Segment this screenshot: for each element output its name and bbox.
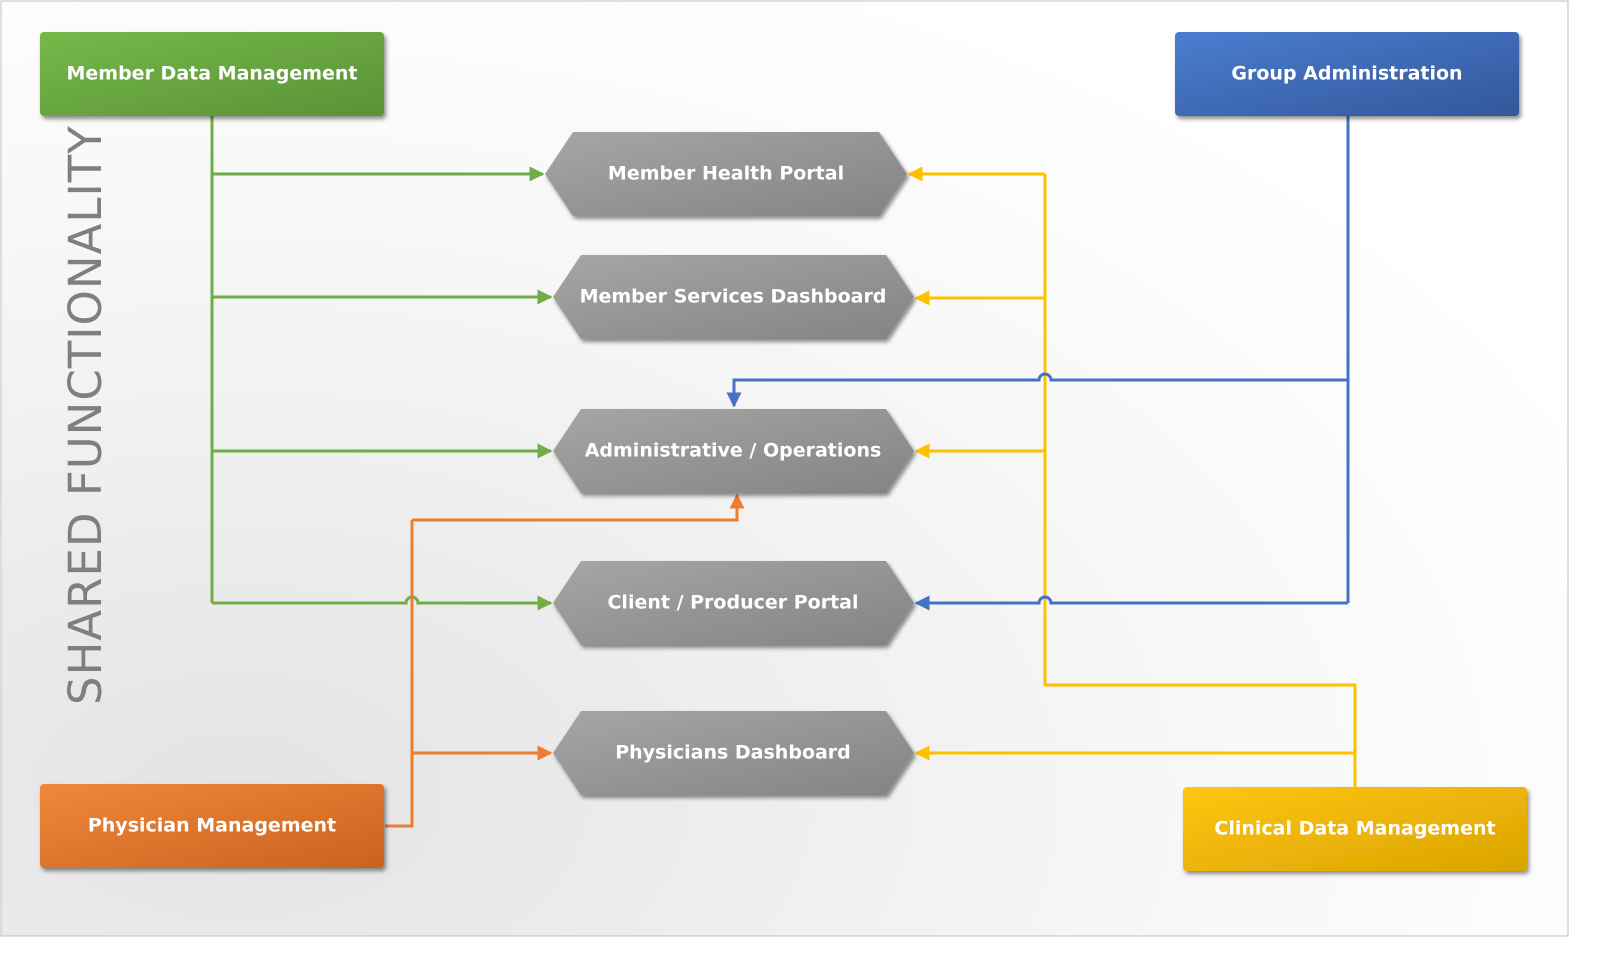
admin-operations-label: Administrative / Operations [585, 440, 882, 462]
orange-connectors [385, 493, 745, 828]
member-data-management-shape [40, 32, 384, 116]
admin-operations-shape [553, 409, 914, 493]
member-services-dashboard-shape [553, 255, 914, 339]
blue-to-client-producer-portal [914, 595, 1348, 611]
physician-management-label: Physician Management [88, 815, 336, 837]
member-data-management-box[interactable]: Member Data Management [40, 32, 384, 116]
yellow-trunk [1043, 174, 1357, 788]
member-health-portal-label: Member Health Portal [608, 163, 844, 185]
physicians-dashboard-node[interactable]: Physicians Dashboard [553, 711, 914, 795]
physician-management-box[interactable]: Physician Management [40, 784, 384, 868]
group-administration-shape [1175, 32, 1519, 116]
client-producer-portal-node[interactable]: Client / Producer Portal [553, 561, 914, 645]
clinical-data-management-label: Clinical Data Management [1214, 818, 1495, 840]
member-services-dashboard-node[interactable]: Member Services Dashboard [553, 255, 914, 339]
group-administration-box[interactable]: Group Administration [1175, 32, 1519, 116]
admin-operations-node[interactable]: Administrative / Operations [553, 409, 914, 493]
client-producer-portal-shape [553, 561, 914, 645]
client-producer-portal-label: Client / Producer Portal [607, 592, 858, 614]
member-services-dashboard-label: Member Services Dashboard [580, 286, 887, 308]
physicians-dashboard-shape [553, 711, 914, 795]
blue-connectors [726, 116, 1350, 611]
orange-trunk [385, 520, 414, 828]
group-administration-label: Group Administration [1231, 63, 1462, 85]
orange-to-admin-operations [412, 493, 745, 522]
blue-to-admin-operations [726, 372, 1348, 408]
member-health-portal-shape [545, 132, 907, 216]
member-data-management-label: Member Data Management [66, 63, 357, 85]
side-label: SHARED FUNCTIONALITY [59, 125, 112, 705]
physicians-dashboard-label: Physicians Dashboard [615, 742, 851, 764]
physician-management-shape [40, 784, 384, 868]
clinical-data-management-shape [1183, 787, 1527, 871]
yellow-connectors [907, 166, 1357, 788]
clinical-data-management-box[interactable]: Clinical Data Management [1183, 787, 1527, 871]
member-health-portal-node[interactable]: Member Health Portal [545, 132, 907, 216]
